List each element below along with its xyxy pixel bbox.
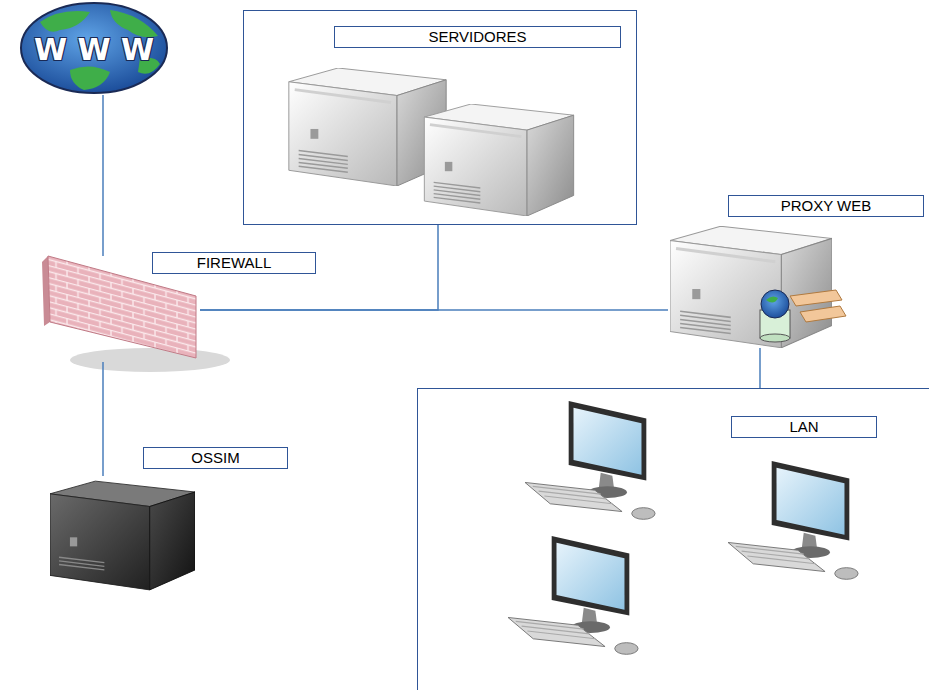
server-region: SERVIDORES bbox=[243, 10, 637, 225]
caption-box: LAN bbox=[731, 416, 877, 438]
network-link bbox=[759, 348, 761, 388]
network-link bbox=[200, 309, 668, 311]
lan-region: LAN bbox=[417, 388, 929, 690]
caption-box: SERVIDORES bbox=[334, 26, 621, 48]
proxy-node: PROXY WEB bbox=[668, 226, 846, 348]
globe-icon: W W W bbox=[20, 2, 168, 95]
caption-box: PROXY WEB bbox=[728, 195, 924, 217]
network-link bbox=[102, 362, 104, 476]
caption-box: FIREWALL bbox=[152, 252, 316, 274]
globe-text: W W W bbox=[20, 31, 168, 66]
firewall-node: FIREWALL bbox=[40, 256, 200, 362]
ossim-node: OSSIM bbox=[48, 476, 198, 594]
caption-box: OSSIM bbox=[143, 447, 288, 469]
network-link bbox=[102, 95, 104, 256]
